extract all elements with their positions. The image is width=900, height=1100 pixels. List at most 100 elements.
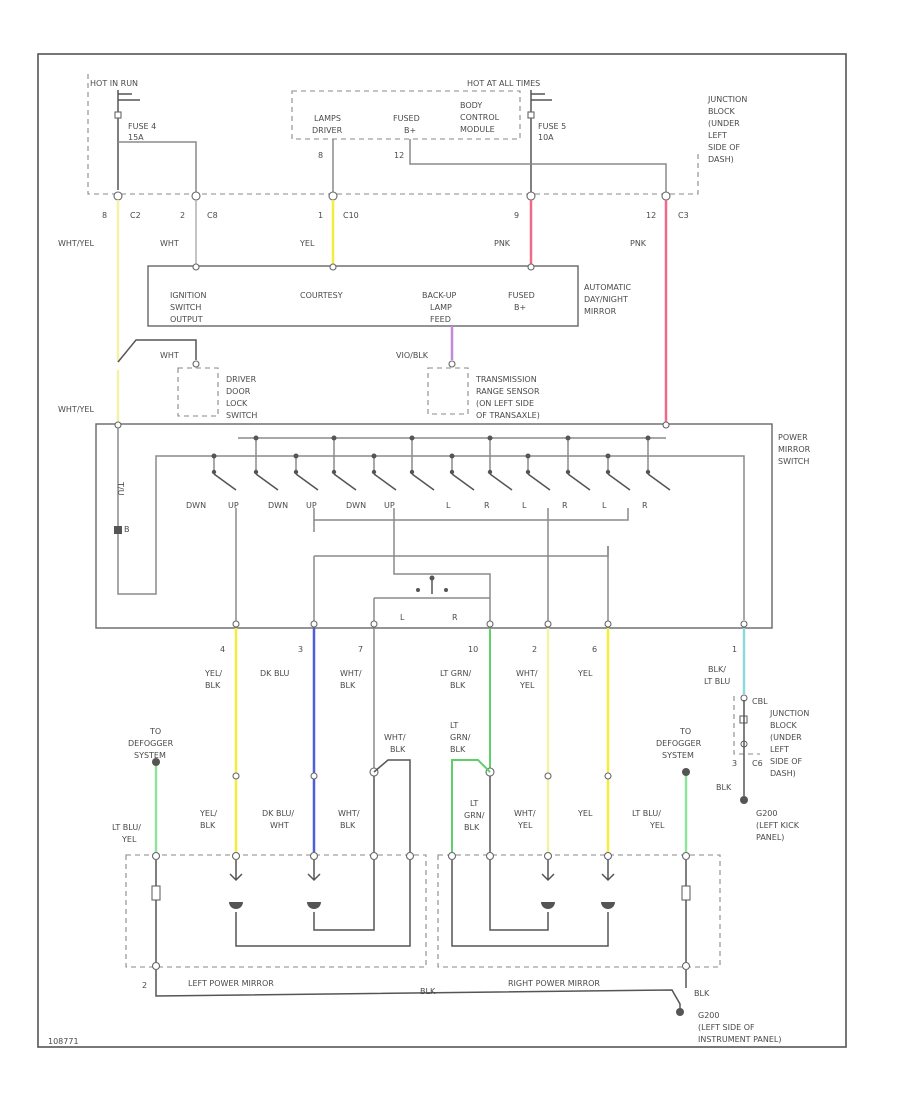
- jb2-label-4: LEFT: [770, 745, 789, 754]
- wire-ltgrn-2: GRN/: [464, 811, 485, 820]
- trs-label-3: (ON LEFT SIDE: [476, 399, 534, 408]
- adm-name-1: AUTOMATIC: [584, 283, 632, 292]
- upper-color-wires: WHT/YEL WHT YEL PNK PNK: [58, 200, 668, 422]
- wire-yel-3: YEL: [577, 809, 593, 818]
- wire-yel-blk-3: YEL/: [199, 809, 217, 818]
- top-feed-wiring: [114, 90, 667, 194]
- small-tag: T/U: [116, 481, 125, 496]
- jb2-wire: BLK: [716, 783, 732, 792]
- switch-bus-node: [371, 453, 377, 459]
- wire-dkblu-wht-2: WHT: [270, 821, 289, 830]
- pin-7: 7: [358, 645, 363, 654]
- c10-pin: 1: [318, 211, 323, 220]
- wire-wht-yel-4: YEL: [519, 681, 535, 690]
- pin-4: 4: [220, 645, 225, 654]
- switch-blade: [647, 473, 671, 491]
- wire-yel-blk-1: YEL/: [204, 669, 222, 678]
- switch-label: L: [446, 501, 451, 510]
- adm-name-2: DAY/NIGHT: [584, 295, 628, 304]
- wire-ltgrn-1: LT: [470, 799, 478, 808]
- pin-6: 6: [592, 645, 597, 654]
- jb2-label-5: SIDE OF: [770, 757, 802, 766]
- junction-block-lower: CBL 3 C6 BLK JUNCTION BLOCK (UNDER LEFT …: [716, 694, 809, 842]
- switch-bus-node: [645, 435, 651, 441]
- switch-contact: [565, 469, 571, 475]
- selector-left: L: [400, 613, 405, 622]
- fuse4-label: FUSE 4: [128, 122, 156, 131]
- jb2-label-2: BLOCK: [770, 721, 798, 730]
- c8-name: C8: [207, 211, 218, 220]
- fuse4-amp: 15A: [128, 133, 144, 142]
- jb2-label-3: (UNDER: [770, 733, 802, 742]
- trs-label-4: OF TRANSAXLE): [476, 411, 540, 420]
- hot-in-run-label: HOT IN RUN: [90, 79, 138, 88]
- g200-label-1: G200: [756, 809, 777, 818]
- switch-contact: [487, 469, 493, 475]
- adm-ignition-1: IGNITION: [170, 291, 206, 300]
- left-mirror-label: LEFT POWER MIRROR: [188, 979, 274, 988]
- switch-contact: [331, 469, 337, 475]
- switch-internal-routing: L R: [232, 508, 748, 628]
- adm-fused-2: B+: [514, 303, 526, 312]
- wire-wht-yel-5: WHT/: [514, 809, 536, 818]
- defogger-feeds: TO DEFOGGER SYSTEM TO DEFOGGER SYSTEM: [128, 727, 702, 852]
- g200-label-2: (LEFT KICK: [756, 821, 800, 830]
- switch-blade: [411, 473, 435, 491]
- c3-name: C3: [678, 211, 689, 220]
- wire-ltgrn-3: BLK: [464, 823, 480, 832]
- jb-connectors: 8 C2 2 C8 1 C10 9 12 C3: [102, 191, 689, 220]
- wire-ltblu-yel-2: YEL: [121, 835, 137, 844]
- small-b: B: [124, 525, 130, 534]
- switch-label: UP: [228, 501, 239, 510]
- fuse5-amp: 10A: [538, 133, 554, 142]
- power-mirror-switch: POWER MIRROR SWITCH T/U B: [95, 421, 811, 629]
- door-label-4: SWITCH: [226, 411, 257, 420]
- lamps-driver-label-1: LAMPS: [314, 114, 341, 123]
- wire-ltgrn-top-2: GRN/: [450, 733, 471, 742]
- g200-bottom-2: (LEFT SIDE OF: [698, 1023, 755, 1032]
- c10-name: C10: [343, 211, 359, 220]
- hot-at-all-times-label: HOT AT ALL TIMES: [467, 79, 540, 88]
- ground-bus: BLK BLK G200 (LEFT SIDE OF INSTRUMENT PA…: [155, 970, 782, 1044]
- wire-wht-blk-4: BLK: [340, 821, 356, 830]
- bcm-label-3: MODULE: [460, 125, 495, 134]
- bcm-pin-lamps: 8: [318, 151, 323, 160]
- junction-block-label-4: LEFT: [708, 131, 727, 140]
- wire-lt-grn-blk-2: BLK: [450, 681, 466, 690]
- door-label-1: DRIVER: [226, 375, 257, 384]
- pms-label-2: MIRROR: [778, 445, 811, 454]
- switch-bus-node: [525, 453, 531, 459]
- c2-pin: 8: [102, 211, 107, 220]
- wire-pnk-2: PNK: [630, 239, 647, 248]
- switch-label: L: [602, 501, 607, 510]
- switch-blade: [607, 473, 631, 491]
- switch-blade: [333, 473, 357, 491]
- adm-courtesy: COURTESY: [300, 291, 343, 300]
- wire-wht-blk-top-1: WHT/: [384, 733, 406, 742]
- switch-blade: [295, 473, 319, 491]
- fused-bplus-label-2: B+: [404, 126, 416, 135]
- wire-blk-ltblu-2: LT BLU: [704, 677, 730, 686]
- switch-bus-node: [211, 453, 217, 459]
- adm-backup-2: LAMP: [430, 303, 452, 312]
- wire-wht-yel-3: WHT/: [516, 669, 538, 678]
- adm-fused-1: FUSED: [508, 291, 535, 300]
- door-label-3: LOCK: [226, 399, 248, 408]
- switch-bus-node: [253, 435, 259, 441]
- wire-yel-2: YEL: [577, 669, 593, 678]
- jb2-label-6: DASH): [770, 769, 796, 778]
- switch-label: R: [642, 501, 648, 510]
- wire-ltgrn-top-3: BLK: [450, 745, 466, 754]
- switch-label: DWN: [186, 501, 206, 510]
- defog-right-1: TO: [679, 727, 691, 736]
- switch-blade: [373, 473, 397, 491]
- switch-label: R: [562, 501, 568, 510]
- mid-components: WHT DRIVER DOOR LOCK SWITCH VIO/BLK TRAN…: [58, 326, 540, 424]
- auto-day-night-mirror: IGNITION SWITCH OUTPUT COURTESY BACK-UP …: [147, 263, 632, 327]
- jb2-pin: 3: [732, 759, 737, 768]
- junction-block-label-6: DASH): [708, 155, 734, 164]
- lower-color-wires: YEL/ BLK DK BLU WHT/ BLK LT GRN/ BLK WHT…: [204, 628, 746, 852]
- defog-right-3: SYSTEM: [662, 751, 694, 760]
